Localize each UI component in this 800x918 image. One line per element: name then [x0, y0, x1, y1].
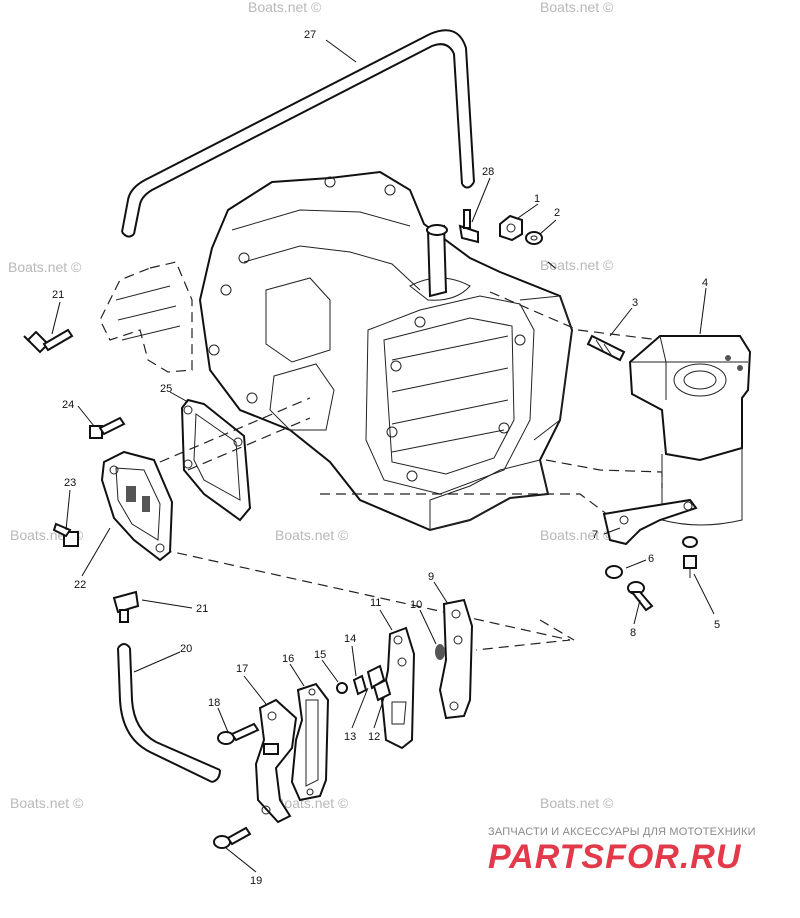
part-21-fitting-upper — [23, 328, 74, 354]
logo-tagline: ЗАПЧАСТИ И АКСЕССУАРЫ ДЛЯ МОТОТЕХНИКИ — [488, 826, 756, 838]
part-8-bolt — [627, 581, 654, 612]
callout-21-lower: 21 — [196, 603, 208, 615]
part-15-washer — [336, 682, 348, 694]
callout-15: 15 — [314, 649, 326, 661]
callout-5: 5 — [714, 619, 720, 631]
callout-18: 18 — [208, 697, 220, 709]
callout-25: 25 — [160, 383, 172, 395]
callout-2: 2 — [554, 207, 560, 219]
callout-7: 7 — [592, 529, 598, 541]
callout-28: 28 — [482, 166, 494, 178]
part-28-fitting — [458, 209, 479, 244]
watermark-text: Boats.net © — [275, 795, 349, 811]
part-27-hose — [121, 29, 475, 238]
callout-27: 27 — [304, 29, 316, 41]
part-2-washer — [525, 231, 543, 245]
watermark-text: Boats.net © — [275, 527, 349, 543]
watermark-text: Boats.net © — [8, 259, 82, 275]
part-6-washer — [605, 536, 698, 579]
callout-24: 24 — [62, 399, 74, 411]
leader-lines — [51, 39, 715, 873]
callout-21-upper: 21 — [52, 289, 64, 301]
callout-14: 14 — [344, 633, 356, 645]
watermark-text: Boats.net © — [10, 795, 84, 811]
part-12-13-spacers — [366, 664, 392, 702]
watermark-text: Boats.net © — [540, 257, 614, 273]
callout-11: 11 — [370, 597, 381, 609]
part-3-stud — [586, 334, 626, 362]
watermark-text: Boats.net © — [540, 527, 614, 543]
part-5-bolt — [683, 555, 697, 578]
callout-17: 17 — [236, 663, 248, 675]
part-16-plate — [290, 682, 330, 802]
part-21-fitting-lower — [112, 590, 140, 623]
callout-20: 20 — [180, 643, 192, 655]
part-23-elbow — [52, 522, 79, 547]
watermark-text: Boats.net © — [540, 0, 614, 15]
watermark-text: Boats.net © — [248, 0, 322, 15]
part-20-hose — [117, 643, 221, 783]
part-1-nut — [499, 214, 523, 242]
callout-16: 16 — [282, 653, 294, 665]
partsfor-logo: PARTSFOR.RU — [488, 838, 742, 876]
callout-9: 9 — [428, 571, 434, 583]
callout-12: 12 — [368, 731, 380, 743]
part-4-housing — [628, 335, 752, 526]
callout-1: 1 — [534, 193, 540, 205]
dashed-reed-gasket-outline — [99, 261, 193, 373]
callout-19: 19 — [250, 875, 262, 887]
callout-22: 22 — [74, 579, 86, 591]
part-19-screw — [213, 826, 252, 849]
part-18-screw — [217, 722, 260, 745]
watermarks: Boats.net © Boats.net © Boats.net © Boat… — [8, 0, 614, 811]
callout-6: 6 — [648, 553, 654, 565]
callout-3: 3 — [632, 297, 638, 309]
callout-13: 13 — [344, 731, 356, 743]
part-10-spring — [435, 644, 445, 660]
part-25-gasket — [180, 398, 252, 522]
part-17-plate — [254, 698, 298, 824]
watermark-text: Boats.net © — [540, 795, 614, 811]
part-9-plate — [438, 598, 474, 720]
callout-8: 8 — [630, 627, 636, 639]
part-22-plate — [100, 450, 174, 562]
part-24-bolt — [89, 416, 126, 439]
callout-10: 10 — [410, 599, 422, 611]
callout-4: 4 — [702, 277, 708, 289]
part-7-bracket — [602, 498, 698, 546]
part-14-screw — [352, 674, 368, 696]
callouts: 27 28 1 2 3 4 7 6 8 5 9 10 11 14 15 16 1… — [52, 29, 720, 887]
callout-23: 23 — [64, 477, 76, 489]
